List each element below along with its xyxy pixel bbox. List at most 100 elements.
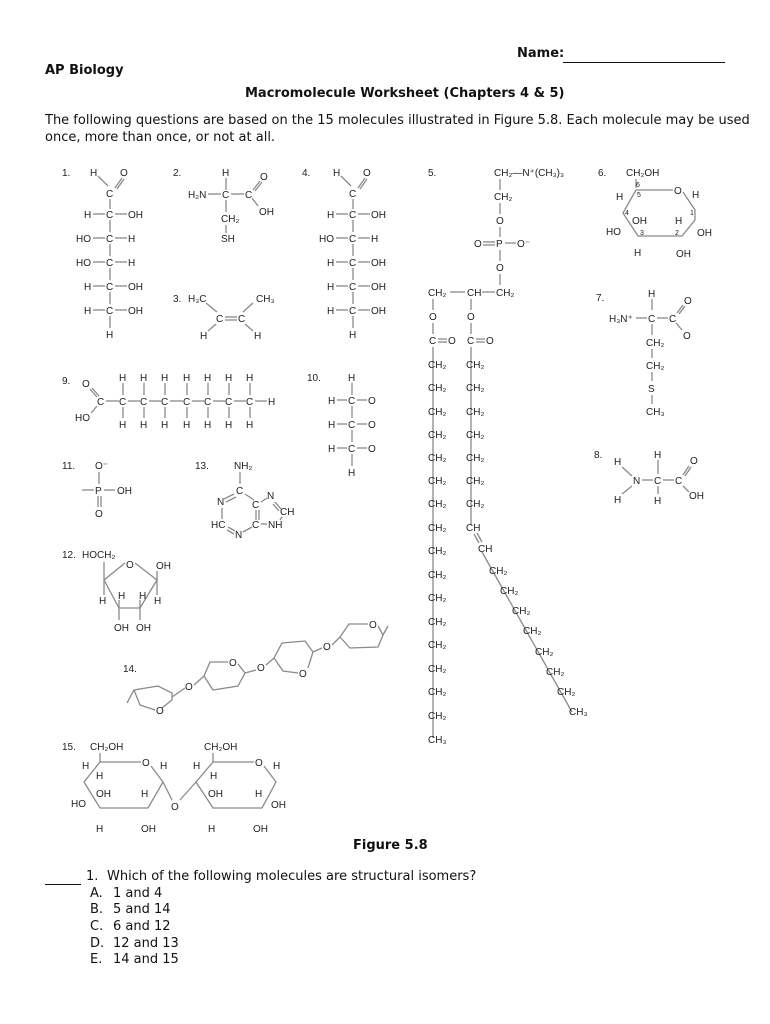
option-e-text: 14 and 15 bbox=[113, 952, 179, 967]
svg-text:CH₂: CH₂ bbox=[428, 499, 446, 510]
svg-text:CH₂: CH₂ bbox=[523, 626, 541, 637]
svg-text:C: C bbox=[161, 397, 168, 408]
svg-text:O: O bbox=[363, 168, 371, 179]
svg-text:6.: 6. bbox=[598, 168, 606, 179]
svg-text:H: H bbox=[654, 450, 661, 461]
svg-text:CH: CH bbox=[280, 507, 294, 518]
svg-text:CH₂: CH₂ bbox=[546, 667, 564, 678]
svg-text:CH₂: CH₂ bbox=[496, 288, 514, 299]
molecule-6: 6. CH₂OH O H H OH H HO OH H OH 6 5 4 3 2… bbox=[598, 168, 712, 260]
svg-text:OH: OH bbox=[253, 824, 268, 835]
svg-text:3.: 3. bbox=[173, 294, 181, 305]
svg-text:C: C bbox=[349, 258, 356, 269]
svg-text:H₃C: H₃C bbox=[188, 294, 207, 305]
svg-text:CH₂: CH₂ bbox=[428, 687, 446, 698]
svg-text:H: H bbox=[614, 495, 621, 506]
svg-text:CH₂: CH₂ bbox=[646, 361, 664, 372]
svg-text:O: O bbox=[467, 312, 475, 323]
svg-text:C: C bbox=[349, 306, 356, 317]
svg-text:CH₂: CH₂ bbox=[646, 338, 664, 349]
svg-text:H: H bbox=[161, 420, 168, 431]
option-b-text: 5 and 14 bbox=[113, 902, 171, 917]
svg-text:H: H bbox=[204, 373, 211, 384]
svg-text:S: S bbox=[648, 384, 655, 395]
svg-text:N: N bbox=[235, 530, 242, 541]
svg-text:CH₃: CH₃ bbox=[428, 735, 447, 746]
svg-text:H: H bbox=[273, 761, 280, 772]
svg-text:OH: OH bbox=[96, 789, 111, 800]
svg-text:11.: 11. bbox=[62, 461, 75, 472]
svg-text:H: H bbox=[99, 596, 106, 607]
svg-text:H: H bbox=[254, 331, 261, 342]
svg-text:H: H bbox=[140, 420, 147, 431]
svg-text:CH: CH bbox=[478, 544, 492, 555]
svg-text:CH₂—N⁺(CH₃)₃: CH₂—N⁺(CH₃)₃ bbox=[494, 168, 564, 179]
svg-text:H: H bbox=[84, 282, 91, 293]
svg-text:H: H bbox=[255, 789, 262, 800]
svg-text:C: C bbox=[140, 397, 147, 408]
svg-text:OH: OH bbox=[632, 216, 647, 227]
svg-text:OH: OH bbox=[128, 282, 143, 293]
svg-text:H: H bbox=[225, 420, 232, 431]
svg-text:HO: HO bbox=[606, 227, 621, 238]
svg-text:CH₂: CH₂ bbox=[557, 687, 575, 698]
svg-text:8.: 8. bbox=[594, 450, 602, 461]
svg-text:CH₃: CH₃ bbox=[646, 407, 665, 418]
svg-text:OH: OH bbox=[136, 623, 151, 634]
svg-text:H: H bbox=[327, 306, 334, 317]
svg-text:C: C bbox=[654, 476, 661, 487]
name-label: Name: bbox=[517, 46, 565, 61]
option-e-letter: E. bbox=[90, 952, 103, 967]
intro-line-1: The following questions are based on the… bbox=[45, 113, 750, 128]
svg-text:O: O bbox=[474, 239, 482, 250]
svg-text:H: H bbox=[246, 373, 253, 384]
svg-text:H: H bbox=[225, 373, 232, 384]
svg-text:OH: OH bbox=[128, 210, 143, 221]
svg-text:H: H bbox=[208, 824, 215, 835]
svg-text:O: O bbox=[496, 216, 504, 227]
svg-text:1: 1 bbox=[690, 210, 694, 217]
molecule-13: 13. NH₂ C N C N CH C NH HC N bbox=[195, 461, 294, 541]
svg-text:C: C bbox=[429, 336, 436, 347]
course-label: AP Biology bbox=[45, 63, 124, 78]
svg-text:H: H bbox=[193, 761, 200, 772]
svg-text:O: O bbox=[486, 336, 494, 347]
svg-text:10.: 10. bbox=[307, 373, 321, 384]
svg-text:H: H bbox=[140, 373, 147, 384]
svg-text:H: H bbox=[348, 468, 355, 479]
name-field[interactable] bbox=[563, 46, 725, 63]
svg-text:H: H bbox=[183, 420, 190, 431]
svg-text:CH₂: CH₂ bbox=[500, 586, 518, 597]
svg-text:C: C bbox=[236, 486, 243, 497]
answer-blank-1[interactable] bbox=[45, 883, 81, 885]
svg-text:5: 5 bbox=[637, 192, 641, 199]
svg-text:OH: OH bbox=[371, 282, 386, 293]
svg-text:CH₂: CH₂ bbox=[428, 523, 446, 534]
svg-text:1.: 1. bbox=[62, 168, 70, 179]
svg-text:HO: HO bbox=[319, 234, 334, 245]
svg-text:HC: HC bbox=[211, 520, 225, 531]
svg-text:O: O bbox=[95, 509, 103, 520]
svg-text:CH: CH bbox=[467, 288, 481, 299]
svg-text:15.: 15. bbox=[62, 742, 76, 753]
svg-text:CH₂: CH₂ bbox=[489, 566, 507, 577]
svg-text:P: P bbox=[496, 239, 503, 250]
svg-text:H: H bbox=[327, 210, 334, 221]
svg-text:3: 3 bbox=[640, 230, 644, 237]
svg-text:13.: 13. bbox=[195, 461, 209, 472]
svg-text:7.: 7. bbox=[596, 293, 604, 304]
molecule-14: 14. O O O O O O O bbox=[123, 620, 389, 717]
svg-text:C: C bbox=[252, 520, 259, 531]
svg-text:H: H bbox=[106, 330, 113, 341]
svg-text:CH₂: CH₂ bbox=[428, 617, 446, 628]
svg-text:C: C bbox=[467, 336, 474, 347]
svg-text:CH₂: CH₂ bbox=[494, 192, 512, 203]
svg-text:C: C bbox=[222, 190, 229, 201]
option-d-letter: D. bbox=[90, 936, 105, 951]
svg-text:O: O bbox=[690, 456, 698, 467]
svg-text:N: N bbox=[633, 476, 640, 487]
